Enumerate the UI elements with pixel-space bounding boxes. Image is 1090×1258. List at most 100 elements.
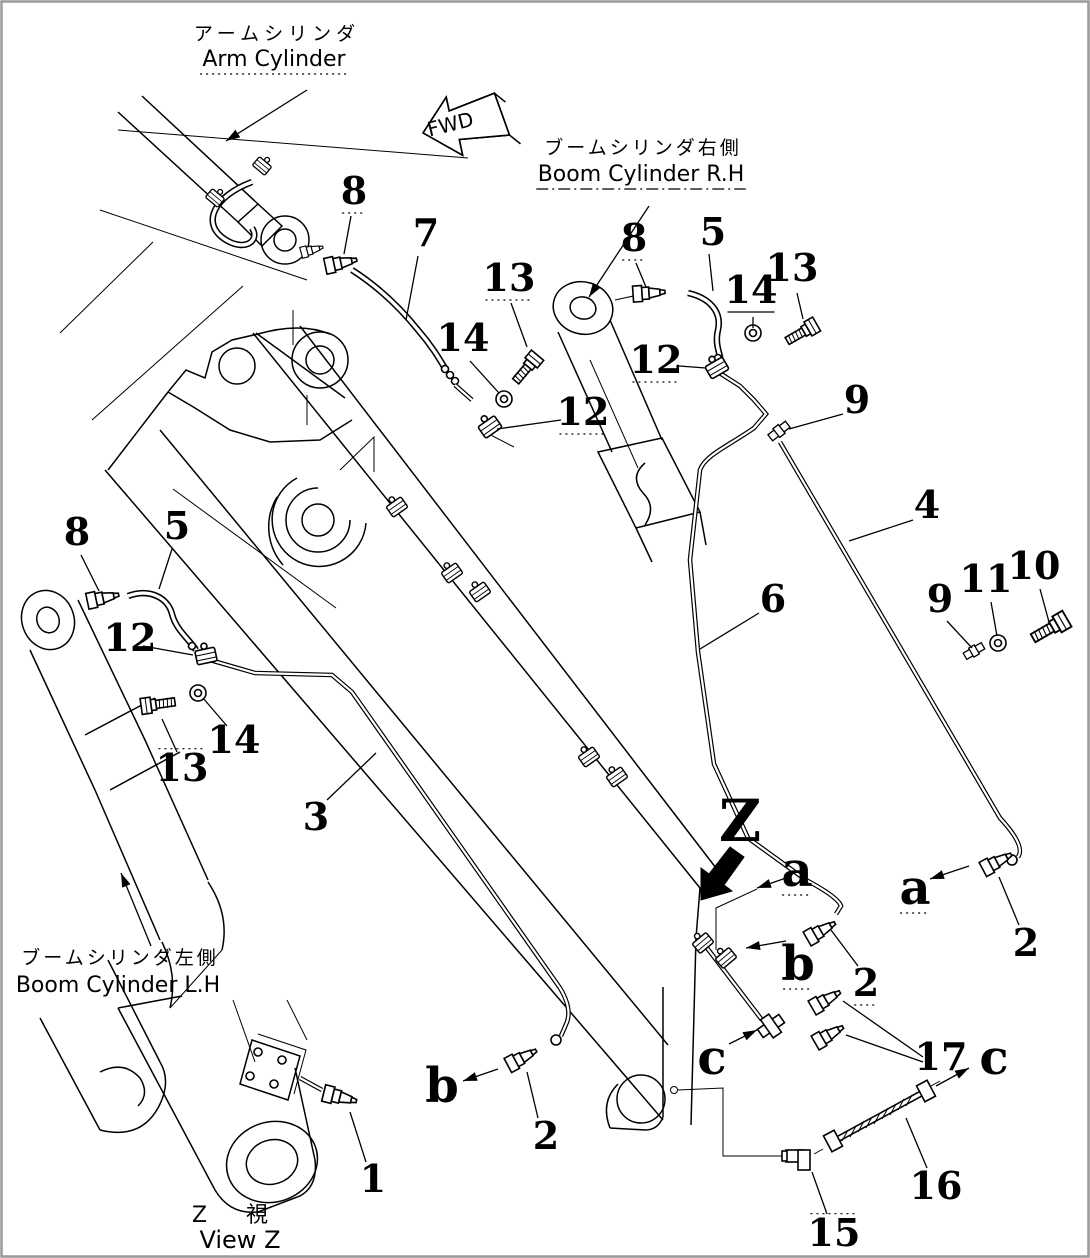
part-17-leader <box>842 1000 924 1058</box>
part-6-leader <box>699 612 760 650</box>
part-2-a-leader <box>998 876 1020 926</box>
boom-cylinder-lh-jp: ブームシリンダ左側 <box>21 946 218 969</box>
part-8-rh-leader <box>635 262 647 288</box>
view-z-marker-label: Z <box>719 787 761 855</box>
view-a-step-line <box>715 888 758 950</box>
part-8-lh-leader <box>80 554 100 592</box>
clamp-12-mid <box>473 409 504 440</box>
part-14-lh-label: 14 <box>208 717 261 762</box>
fitting-1 <box>320 1083 360 1111</box>
z-view-arrow-icon <box>700 846 745 901</box>
part-13-lh-leader <box>161 718 178 753</box>
part-6-label: 6 <box>760 576 786 621</box>
bolt-13-rh <box>782 316 822 349</box>
part-1-label: 1 <box>360 1156 386 1201</box>
part-14-lh-leader <box>202 697 228 727</box>
arrowhead-icon <box>742 1030 757 1041</box>
part-16-leader <box>905 1117 928 1169</box>
part-7-leader <box>405 255 419 321</box>
part-3-leader <box>326 752 377 801</box>
view-z-art <box>117 995 324 1214</box>
part-13-lh-label: 13 <box>156 745 209 790</box>
part-13-top-label: 13 <box>483 255 536 300</box>
part-8-lh-label: 8 <box>64 509 90 554</box>
arrowhead-icon <box>121 873 131 888</box>
part-15-label: 15 <box>808 1210 861 1255</box>
part-9-bot-leader <box>946 620 973 649</box>
part-5-lh-label: 5 <box>164 503 190 548</box>
view-c-left-label: c <box>697 1030 726 1086</box>
fitting-8-rh <box>631 283 667 303</box>
part-13-rh-label: 13 <box>766 245 819 290</box>
boom-hub <box>267 477 367 568</box>
boom-cylinder-lh-en: Boom Cylinder L.H <box>16 973 220 998</box>
part-2-b-label: 2 <box>853 960 879 1005</box>
part-8-rh-label: 8 <box>621 215 647 260</box>
elbow-15 <box>781 1149 811 1171</box>
part-2-a-label: 2 <box>1013 920 1039 965</box>
part-12-mid-label: 12 <box>557 389 610 434</box>
part-4-leader <box>848 519 914 542</box>
part-5-rh-leader <box>708 253 714 292</box>
part-13-rh-leader <box>796 292 804 320</box>
part-9-top-leader <box>788 413 844 430</box>
view-a-right-label: a <box>899 860 930 916</box>
part-11-label: 11 <box>960 556 1013 601</box>
part-12-lh-leader <box>142 645 194 656</box>
arrowhead-icon <box>589 282 601 297</box>
bolt-10 <box>1027 609 1073 648</box>
part-12-lh-label: 12 <box>104 615 157 660</box>
part-3-label: 3 <box>303 794 329 839</box>
boom-top-bracket <box>167 310 353 443</box>
part-4-label: 4 <box>914 482 940 527</box>
hose-16 <box>813 1079 941 1155</box>
part-5-rh-label: 5 <box>700 209 726 254</box>
part-12-rh-leader <box>678 365 707 369</box>
boom-structure <box>59 129 717 1131</box>
arm-cylinder-art <box>117 95 325 265</box>
fitting-17-lower <box>810 1019 848 1051</box>
view-b-viewz-label: b <box>425 1058 459 1114</box>
boom-cylinder-lh-art <box>20 589 225 1134</box>
part-16-label: 16 <box>910 1163 963 1208</box>
part-14-top-leader <box>469 360 500 394</box>
part-5-lh-leader <box>158 548 173 590</box>
arrowhead-icon <box>930 870 945 879</box>
arm-cylinder-en: Arm Cylinder <box>202 47 346 72</box>
boom-cylinder-rh-en: Boom Cylinder R.H <box>538 162 745 187</box>
view-b-mid-label: b <box>781 936 815 992</box>
part-17-leader <box>845 1034 924 1063</box>
arrowhead-icon <box>757 879 772 888</box>
fitting-2-viewz <box>503 1042 541 1074</box>
part-9-top-label: 9 <box>844 377 870 422</box>
part-2-viewz-label: 2 <box>533 1113 559 1158</box>
part-14-rh-label: 14 <box>725 267 778 312</box>
boom-cyl-rh-arrow <box>588 205 650 298</box>
part-8-arm-leader <box>343 215 352 255</box>
arrowhead-icon <box>746 941 761 951</box>
part-2-viewz-leader <box>526 1071 539 1119</box>
part-14-top-label: 14 <box>437 315 490 360</box>
arrowhead-icon <box>463 1072 478 1081</box>
fitting-9-top <box>766 419 792 443</box>
part-12-rh-label: 12 <box>630 337 683 382</box>
part-15-leader <box>811 1171 828 1215</box>
view-a-left-label: a <box>781 842 812 898</box>
part-8-arm-label: 8 <box>341 168 367 213</box>
arrowhead-icon <box>226 129 241 141</box>
fitting-9-bottom <box>961 640 987 662</box>
clamp-12-lh <box>192 640 219 666</box>
part-12-mid-leader <box>496 419 562 430</box>
part-9-bot-label: 9 <box>927 576 953 621</box>
arm-cylinder-arrow <box>225 89 308 142</box>
part-2-b-leader <box>830 929 859 967</box>
fitting-8-lh <box>84 586 122 610</box>
arm-cylinder-jp: アームシリンダ <box>194 23 360 45</box>
part-11-leader <box>990 601 998 637</box>
boom-cylinder-rh-jp: ブームシリンダ右側 <box>544 136 741 159</box>
arrowhead-icon <box>954 1068 969 1079</box>
view-z-jp: Z 視 <box>192 1203 284 1228</box>
part-13-top-leader <box>510 302 528 348</box>
